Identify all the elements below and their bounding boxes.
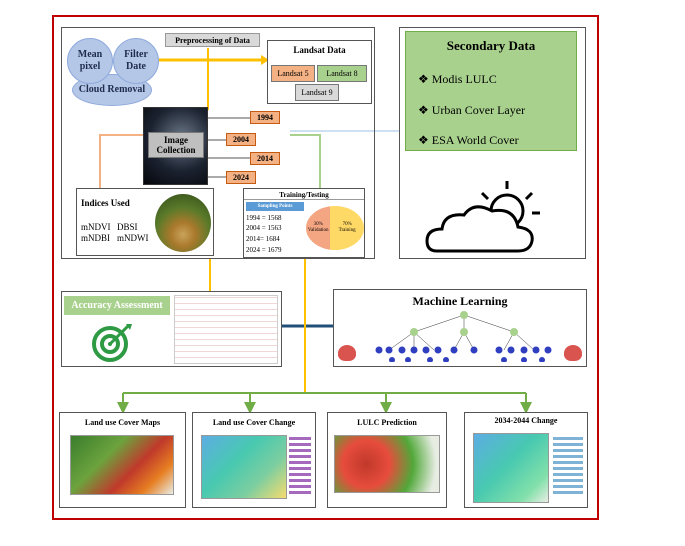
output-title-prediction: LULC Prediction [357,418,417,427]
indices-box: Indices Used mNDVI DBSI mNDBI mNDWI [76,188,214,256]
mean-pixel-label: Mean pixel [77,49,103,72]
preprocessing-title: Preprocessing of Data [165,33,260,47]
output-map-lulc-change [201,435,287,499]
image-collection-label: Image Collection [148,132,204,158]
output-map-lulc-maps [70,435,174,495]
landsat-8-tag: Landsat 8 [317,65,367,82]
filter-date-step: Filter Date [113,38,159,84]
brain-icon-left [338,345,356,361]
secondary-panel: Secondary Data ❖ Modis LULC ❖ Urban Cove… [399,27,586,259]
landsat-5-tag: Landsat 5 [271,65,315,82]
training-title: Training/Testing [244,190,364,200]
year-tag-2024: 2024 [226,171,256,184]
forest-image [155,194,211,252]
year-tag-1994: 1994 [250,111,280,124]
weather-cloud-icon [425,181,540,253]
sample-2004: 2004 = 1563 [246,224,282,232]
training-slice: 70%Training [330,206,364,250]
index-dbsi: DBSI [117,222,138,232]
indices-title: Indices Used [81,198,130,208]
validation-slice: 30%Validation [306,206,331,250]
output-title-lulc-change: Land use Cover Change [212,418,296,427]
target-icon [92,324,132,362]
secondary-item-esa: ❖ ESA World Cover [418,133,519,147]
output-panel-prediction: LULC Prediction [327,412,447,508]
filter-date-label: Filter Date [124,49,148,72]
mean-pixel-step: Mean pixel [67,38,113,84]
brain-icon-right [564,345,582,361]
sample-2014: 2014= 1684 [246,235,280,243]
year-tag-2014: 2014 [250,152,280,165]
output-map-future-change [473,433,549,503]
output-panel-lulc-maps: Land use Cover Maps [59,412,186,508]
cloud-removal-label: Cloud Removal [78,84,146,95]
year-tag-2004: 2004 [226,133,256,146]
index-mndvi: mNDVI [81,222,111,232]
index-mndwi: mNDWI [117,233,149,243]
landsat-box: Landsat Data Landsat 5 Landsat 8 Landsat… [267,40,372,104]
secondary-item-urban: ❖ Urban Cover Layer [418,103,526,117]
sample-1994: 1994 = 1568 [246,214,282,222]
output-map-prediction [334,435,440,493]
sampling-points-label: Sampling Points [246,202,304,211]
future-change-legend [553,437,583,497]
split-pie: 30%Validation 70%Training [306,206,364,250]
output-panel-lulc-change: Land use Cover Change [192,412,316,508]
accuracy-box: Accuracy Assessment [61,291,282,367]
landsat-9-tag: Landsat 9 [295,84,339,101]
ml-title: Machine Learning [412,294,508,308]
accuracy-title: Accuracy Assessment [64,296,170,315]
outer-frame [52,15,599,520]
index-mndbi: mNDBI [81,233,110,243]
sample-2024: 2024 = 1679 [246,246,282,254]
confusion-matrices [174,295,278,364]
data-panel [61,27,375,259]
output-title-future-change: 2034-2044 Change [494,416,558,425]
secondary-data-box: Secondary Data ❖ Modis LULC ❖ Urban Cove… [405,31,577,151]
landsat-title: Landsat Data [293,45,346,55]
training-box: Training/Testing Sampling Points 1994 = … [243,188,365,258]
output-panel-future-change: 2034-2044 Change [464,412,588,508]
output-title-lulc-maps: Land use Cover Maps [84,418,161,427]
tree-network-icon [375,311,552,362]
secondary-title: Secondary Data [446,38,536,53]
ml-box: Machine Learning [333,289,587,367]
secondary-item-modis: ❖ Modis LULC [418,72,497,86]
satellite-image: Image Collection [143,107,208,185]
change-legend [289,437,311,497]
